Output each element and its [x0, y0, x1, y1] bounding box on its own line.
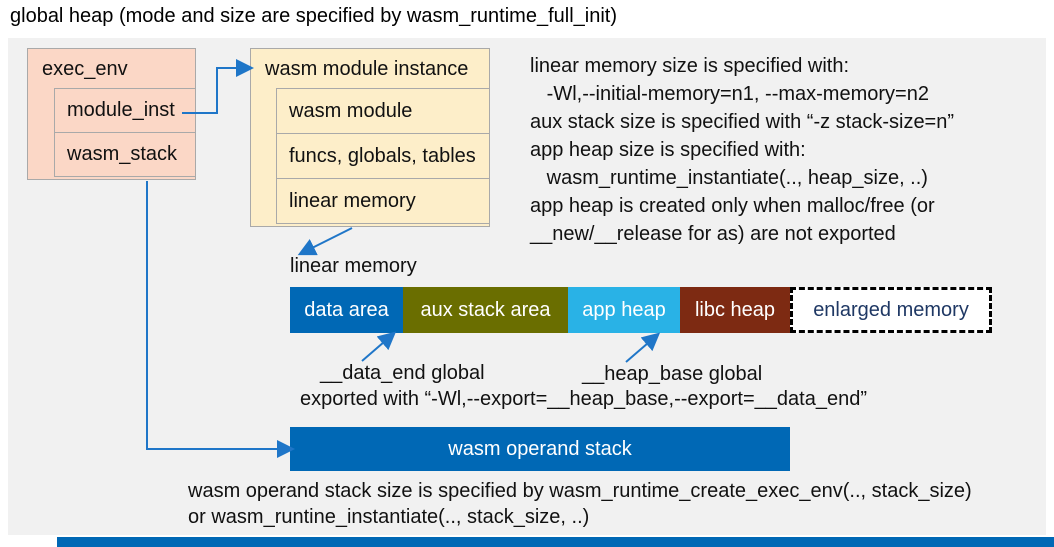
exec-env-row-module-inst: module_inst	[54, 88, 196, 133]
footer-accent-bar	[57, 537, 1054, 547]
note-line: -Wl,--initial-memory=n1, --max-memory=n2	[530, 83, 929, 105]
segment-app-heap: app heap	[568, 287, 680, 333]
data-end-global-label: __data_end global	[320, 362, 485, 384]
diagram-title: global heap (mode and size are specified…	[10, 5, 617, 27]
exec-env-title: exec_env	[42, 57, 128, 80]
wasm-operand-stack-bar: wasm operand stack	[290, 427, 790, 471]
module-instance-row-funcs-globals-tables: funcs, globals, tables	[276, 133, 490, 179]
size-notes: linear memory size is specified with: -W…	[530, 52, 954, 248]
module-instance-row-linear-memory: linear memory	[276, 178, 490, 224]
note-line: linear memory size is specified with:	[530, 55, 849, 77]
linear-memory-label: linear memory	[290, 255, 417, 277]
linear-memory-bar: data area aux stack area app heap libc h…	[290, 287, 992, 333]
wasm-module-instance-box: wasm module instance wasm module funcs, …	[250, 48, 490, 227]
segment-enlarged-memory: enlarged memory	[790, 287, 992, 333]
exec-env-box: exec_env module_inst wasm_stack	[27, 48, 196, 180]
export-flags-label: exported with “-Wl,--export=__heap_base,…	[300, 388, 867, 410]
note-line: aux stack size is specified with “-z sta…	[530, 111, 955, 133]
note-line: app heap is created only when malloc/fre…	[530, 195, 935, 217]
segment-libc-heap: libc heap	[680, 287, 790, 333]
operand-stack-note-line1: wasm operand stack size is specified by …	[188, 480, 972, 502]
note-line: wasm_runtime_instantiate(.., heap_size, …	[530, 167, 928, 189]
note-line: app heap size is specified with:	[530, 139, 806, 161]
module-instance-title: wasm module instance	[265, 57, 469, 80]
operand-stack-note-line2: or wasm_runtine_instantiate(.., stack_si…	[188, 506, 590, 528]
segment-aux-stack-area: aux stack area	[403, 287, 568, 333]
note-line: __new/__release for as) are not exported	[530, 223, 896, 245]
heap-base-global-label: __heap_base global	[582, 363, 763, 385]
module-instance-row-wasm-module: wasm module	[276, 88, 490, 134]
segment-data-area: data area	[290, 287, 403, 333]
exec-env-row-wasm-stack: wasm_stack	[54, 132, 196, 177]
